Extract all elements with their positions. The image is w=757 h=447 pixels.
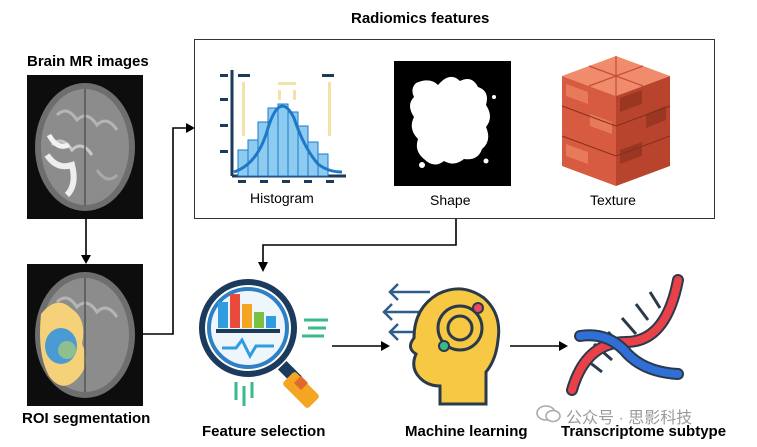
arrow-mr-to-roi [81, 219, 91, 264]
transcriptome-subtype-label: Transcriptome subtype [561, 423, 727, 440]
head-gears-icon [382, 283, 501, 406]
mr-images-label: Brain MR images [27, 53, 149, 70]
wechat-icon [536, 405, 561, 423]
feature-selection-label: Feature selection [202, 423, 326, 440]
mri-brain-icon [27, 75, 143, 219]
arrow-roi-to-features [143, 123, 195, 335]
roi-segmentation-image [27, 264, 143, 406]
histogram-label: Histogram [250, 190, 314, 206]
texture-cube-icon [561, 56, 671, 186]
radiomics-features-box [194, 39, 715, 219]
shape-label: Shape [430, 192, 471, 208]
arrow-ml-to-subtype [510, 341, 568, 351]
roi-segmentation-label: ROI segmentation [22, 410, 151, 427]
watermark-text: 公众号 · 思影科技 [566, 410, 693, 427]
arrow-selection-to-ml [332, 341, 390, 351]
arrow-features-to-selection [258, 219, 457, 272]
machine-learning-label: Machine learning [405, 423, 528, 440]
texture-label: Texture [590, 192, 636, 208]
dna-helix-icon [566, 274, 684, 396]
histogram-icon [220, 70, 346, 183]
magnifier-chart-icon [199, 279, 328, 408]
shape-mask-icon [394, 61, 511, 186]
diagram-title: Radiomics features [351, 10, 490, 27]
